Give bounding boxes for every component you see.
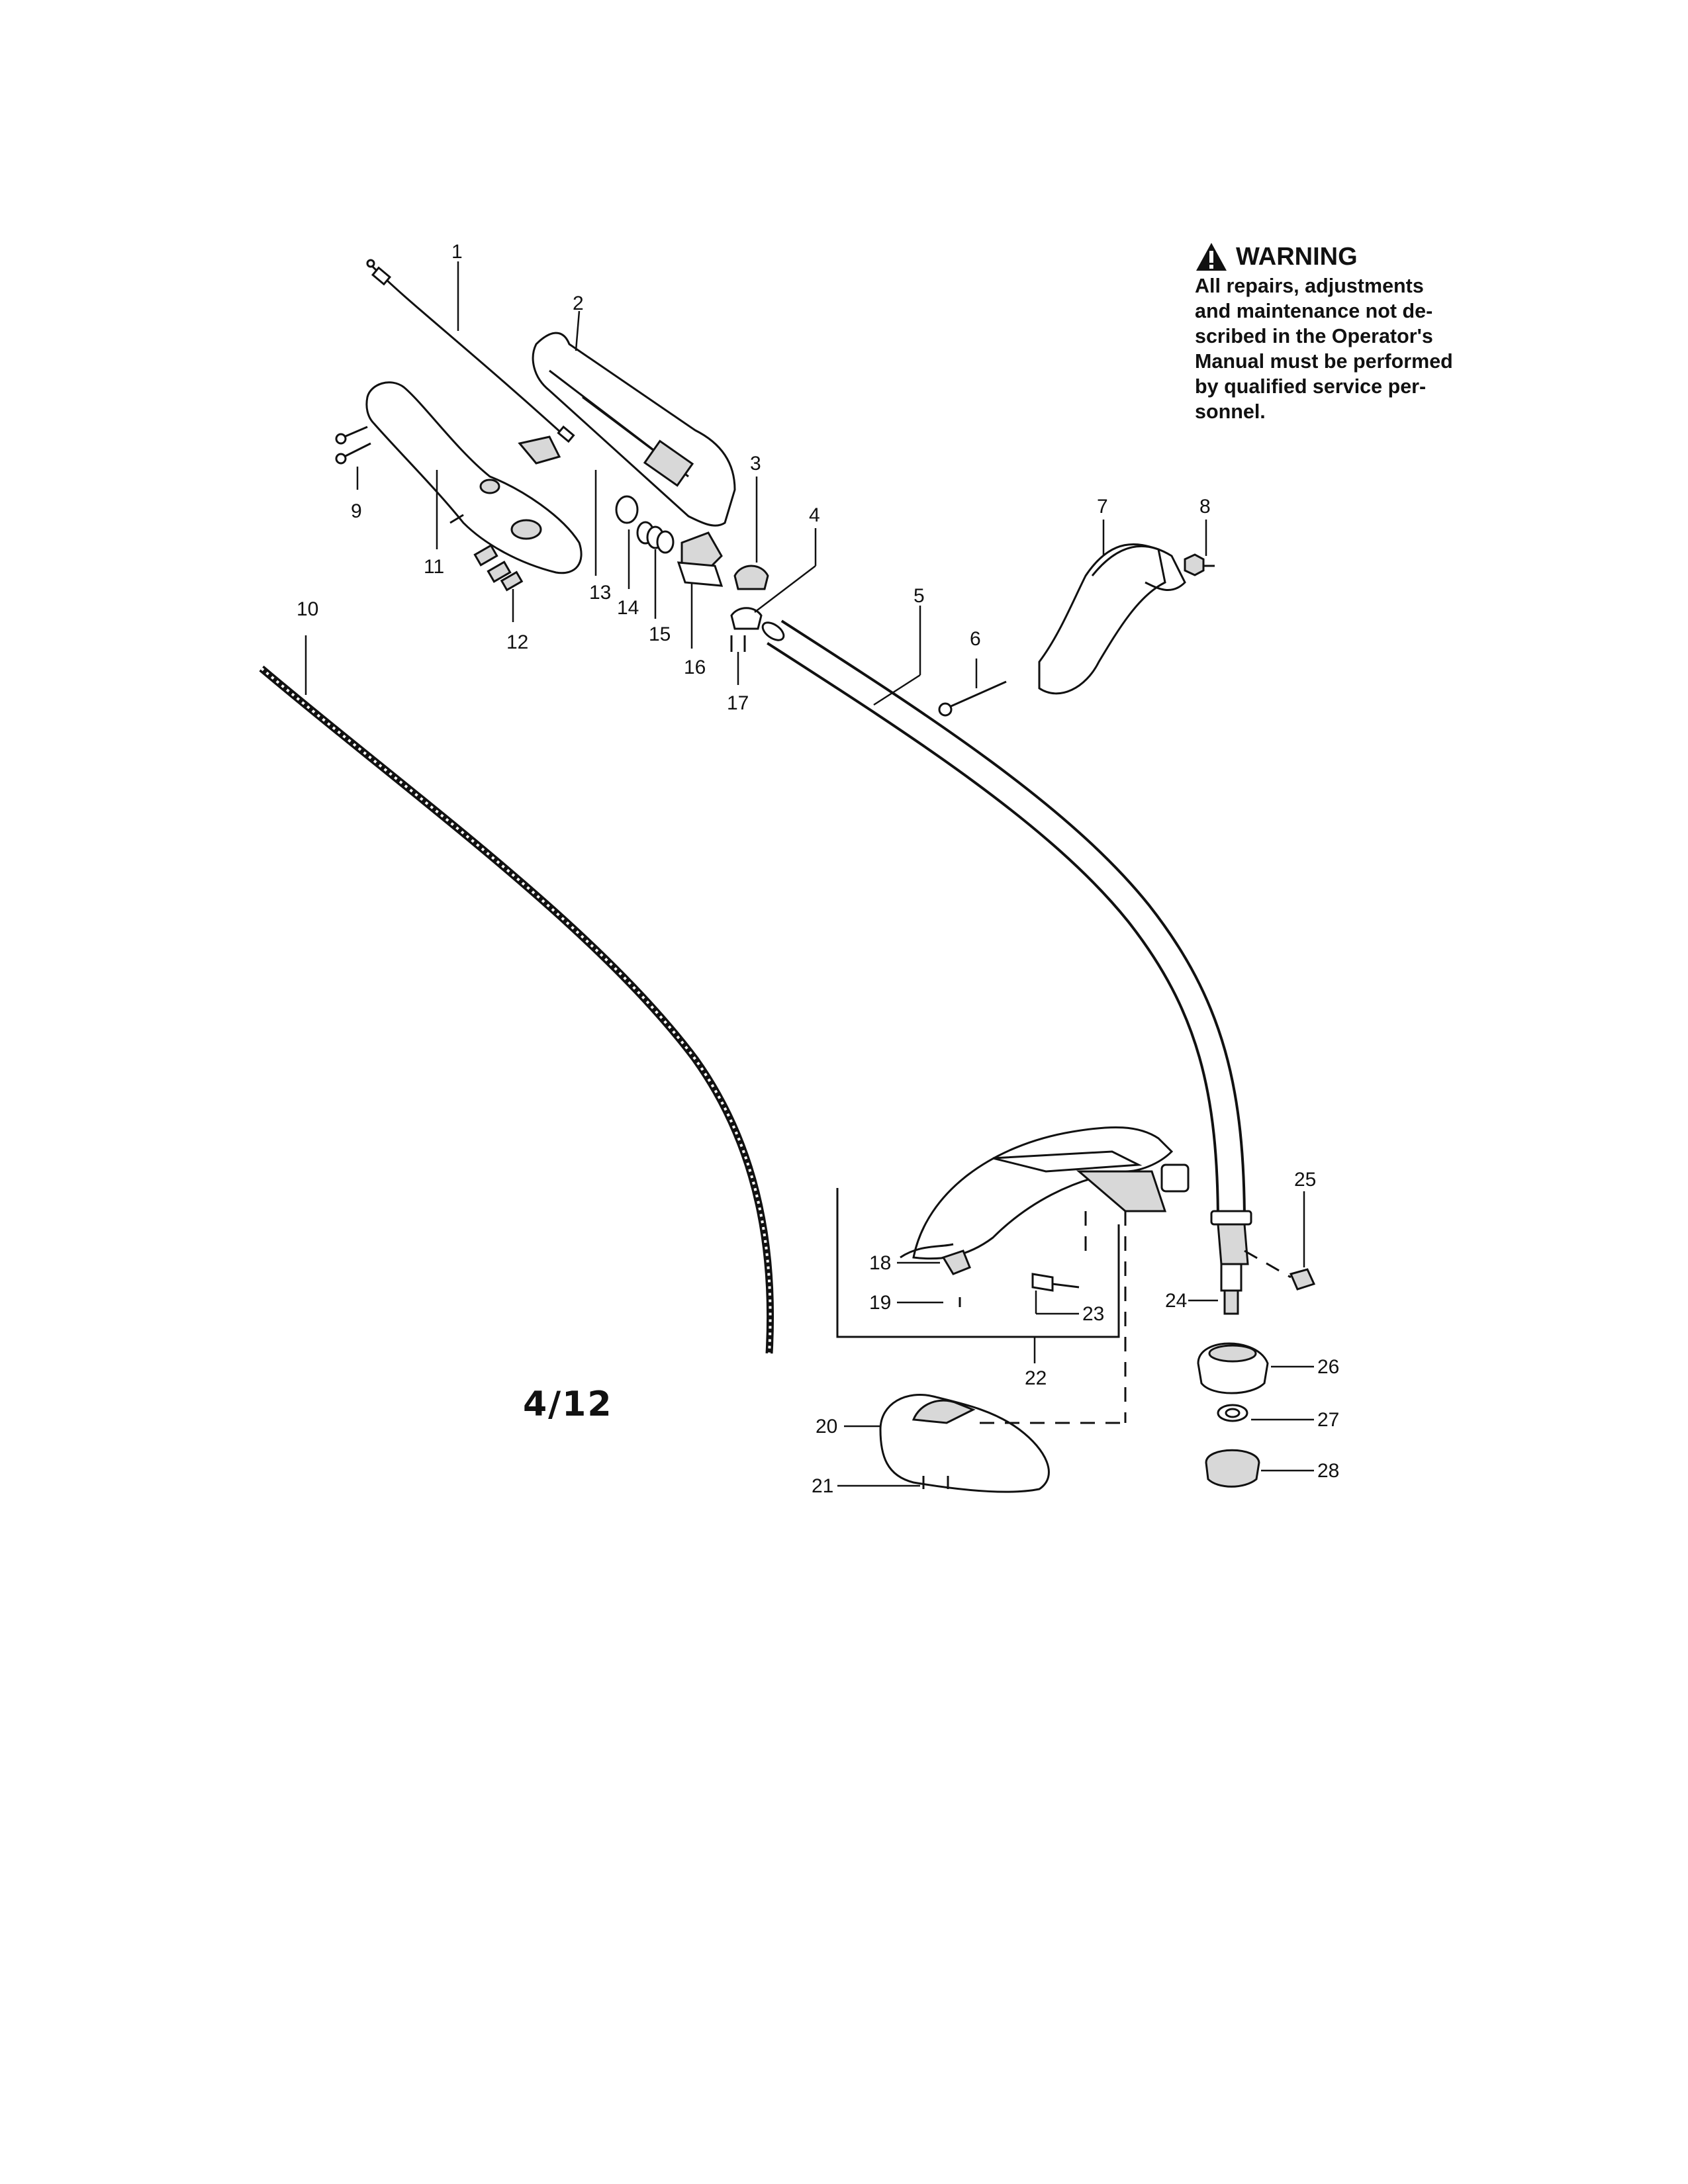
callout-6: 6: [970, 628, 981, 650]
warning-line: sonnel.: [1195, 400, 1266, 423]
callout-21: 21: [812, 1475, 833, 1497]
callout-5: 5: [914, 585, 925, 607]
callout-8: 8: [1199, 496, 1211, 518]
assist-handle-part: [1038, 543, 1186, 695]
callout-27: 27: [1317, 1409, 1339, 1431]
handle-housing-left-part: [365, 381, 583, 574]
warning-triangle-icon: [1196, 243, 1227, 271]
throttle-cable-part: [366, 259, 575, 443]
warning-notice: WARNING All repairs, adjustments and mai…: [1195, 242, 1496, 424]
trigger-part: [518, 435, 561, 465]
callout-14: 14: [617, 597, 639, 619]
callout-18: 18: [869, 1252, 891, 1274]
leader-lines: [305, 261, 1314, 1487]
gearhead-part: [1210, 1210, 1316, 1315]
drive-shaft-part: [259, 665, 774, 1354]
callout-22: 22: [1025, 1367, 1047, 1389]
callout-28: 28: [1317, 1460, 1339, 1482]
page-code: 4/12: [523, 1385, 613, 1424]
callout-11: 11: [424, 556, 444, 578]
guard-extension-part: [879, 1393, 1050, 1493]
assembly-lines: [836, 1188, 1127, 1424]
warning-body: All repairs, adjustments and maintenance…: [1195, 273, 1496, 424]
callout-15: 15: [649, 623, 671, 645]
callout-24: 24: [1165, 1290, 1187, 1312]
warning-header: WARNING: [1195, 242, 1496, 272]
callout-3: 3: [750, 453, 761, 475]
callout-26: 26: [1317, 1356, 1339, 1378]
nut-part: [1184, 553, 1215, 576]
callout-12: 12: [506, 631, 528, 653]
warning-line: by qualified service per-: [1195, 375, 1427, 398]
callout-13: 13: [589, 582, 611, 604]
guard-part: [900, 1126, 1190, 1260]
callout-9: 9: [351, 500, 362, 522]
callout-19: 19: [869, 1292, 891, 1314]
callout-16: 16: [684, 657, 706, 678]
warning-line: and maintenance not de-: [1195, 300, 1433, 322]
trimmer-head-part: [1197, 1342, 1269, 1488]
handle-housing-right-part: [532, 332, 736, 527]
callout-17: 17: [727, 692, 749, 714]
callout-4: 4: [809, 504, 820, 526]
warning-line: All repairs, adjustments: [1195, 275, 1424, 297]
warning-line: Manual must be performed: [1195, 350, 1453, 373]
callout-7: 7: [1097, 496, 1108, 518]
callout-20: 20: [816, 1416, 837, 1437]
warning-line: scribed in the Operator's: [1195, 325, 1433, 347]
callout-2: 2: [573, 293, 584, 314]
guard-hardware-part: [941, 1250, 1080, 1307]
callout-25: 25: [1294, 1169, 1316, 1191]
callout-1: 1: [451, 241, 463, 263]
screws-part: [335, 426, 524, 592]
bolt-part: [938, 680, 1007, 717]
callout-23: 23: [1082, 1303, 1104, 1325]
callout-10: 10: [297, 598, 318, 620]
callout-labels: 1 2 3 4 5 6 7 8 9 10 11 12 13 14 15 16 1…: [297, 241, 1339, 1497]
small-components-part: [615, 495, 769, 652]
warning-title: WARNING: [1236, 243, 1358, 271]
drive-tube-part: [761, 619, 1246, 1225]
